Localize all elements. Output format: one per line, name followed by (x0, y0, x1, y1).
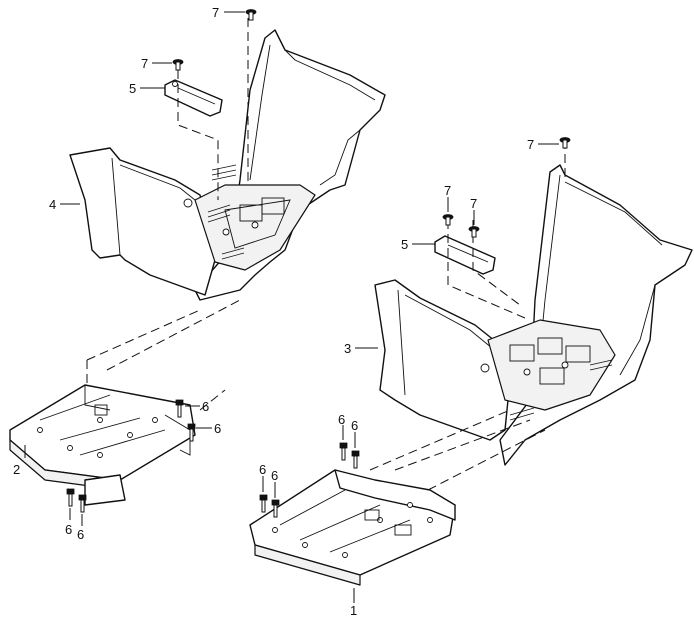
bolt-6-e (339, 442, 348, 461)
left-footwell-part-4 (69, 29, 386, 301)
callout-7-right-a: 7 (444, 183, 451, 198)
assembly-lines (86, 18, 566, 491)
callout-5-right: 5 (401, 237, 408, 252)
callout-3: 3 (344, 341, 351, 356)
callout-6-b: 6 (214, 421, 221, 436)
bolt-6-g (259, 494, 268, 513)
bracket-part-2 (9, 384, 196, 506)
bolt-6-b (187, 423, 196, 442)
right-footwell-part-3 (374, 164, 693, 466)
callout-6-f: 6 (351, 418, 358, 433)
callout-6-h: 6 (271, 468, 278, 483)
bolt-7-right-a (442, 214, 454, 226)
left-step-hatch (207, 164, 245, 260)
callout-1: 1 (350, 603, 357, 618)
bolt-6-a (175, 399, 184, 418)
bolt-7-top (245, 9, 257, 21)
callout-4: 4 (49, 197, 56, 212)
right-step-hatch (509, 359, 613, 421)
callout-6-d: 6 (77, 527, 84, 542)
bolt-6-d (78, 494, 87, 513)
callout-7-right-b: 7 (470, 196, 477, 211)
step-plate-right-part-5 (434, 235, 496, 275)
callout-6-a: 6 (202, 399, 209, 414)
callout-7-top: 7 (212, 5, 219, 20)
bracket-part-1 (249, 469, 456, 586)
step-plate-left-part-5 (164, 79, 223, 117)
callout-6-e: 6 (338, 412, 345, 427)
callout-7-right-top: 7 (527, 137, 534, 152)
bolt-6-h (271, 499, 280, 518)
bolts (66, 9, 571, 518)
bolt-7-left (172, 59, 184, 71)
callout-6-c: 6 (65, 522, 72, 537)
leader-lines (24, 11, 559, 603)
callout-6-g: 6 (259, 462, 266, 477)
bolt-7-right-top (559, 137, 571, 149)
bolt-6-f (351, 450, 360, 469)
callout-labels: 7 7 5 4 7 7 7 5 3 6 6 2 6 6 6 6 6 6 1 (13, 5, 534, 618)
bolt-7-right-b (468, 226, 480, 238)
bolt-6-c (66, 488, 75, 507)
callout-2: 2 (13, 462, 20, 477)
callout-7-left: 7 (141, 56, 148, 71)
callout-5-left: 5 (129, 81, 136, 96)
